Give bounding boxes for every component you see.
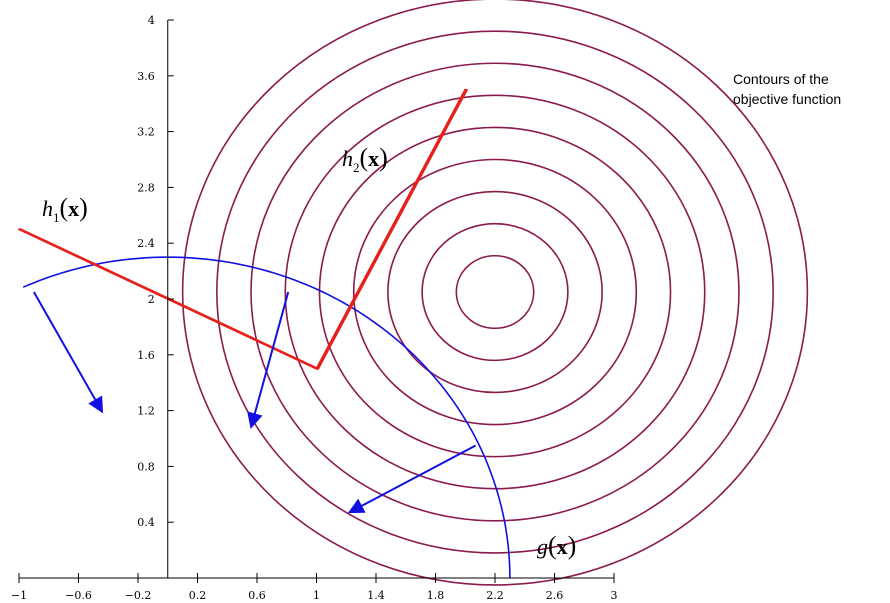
contours-annotation-line2: objective function	[733, 91, 841, 107]
y-tick-label: 1.2	[137, 405, 155, 418]
y-tick-label: 2.4	[137, 237, 155, 250]
h2-constraint-line	[315, 88, 467, 370]
x-tick-label: 1.8	[427, 589, 445, 602]
h1-label: h1(x)	[42, 193, 88, 225]
contour-ring	[216, 30, 774, 554]
objective-contours	[181, 0, 809, 586]
y-tick-label: 1.6	[137, 349, 155, 362]
h-constraint-lines	[18, 88, 468, 370]
direction-arrow	[347, 444, 477, 514]
y-tick-label: 2.8	[137, 181, 155, 194]
contour-ring	[250, 62, 740, 522]
y-tick-label: 0.4	[137, 516, 155, 529]
h2-constraint-line	[317, 88, 468, 370]
y-tick-label: 4	[148, 14, 155, 27]
x-tick-label: 2.2	[486, 589, 504, 602]
contour-ring	[352, 158, 638, 426]
contour-ring	[318, 126, 672, 458]
contour-ring	[284, 94, 706, 490]
x-tick-label: −0.6	[65, 589, 92, 602]
x-tick-label: 2.6	[546, 589, 564, 602]
y-tick-label: 3.6	[137, 70, 155, 83]
x-tick-label: 0.2	[189, 589, 207, 602]
contour-ring	[181, 0, 809, 586]
y-tick-label: 0.8	[137, 460, 155, 473]
g-constraint-arc	[22, 256, 511, 579]
contour-ring	[387, 190, 603, 394]
x-tick-label: −1	[11, 589, 27, 602]
direction-arrow	[33, 291, 104, 414]
contours-annotation-line1: Contours of the	[733, 71, 829, 87]
x-tick-label: 3	[611, 589, 618, 602]
h2-label: h2(x)	[342, 143, 388, 175]
y-tick-label: 3.2	[137, 126, 155, 139]
x-tick-label: −0.2	[125, 589, 152, 602]
x-tick-label: 1	[313, 589, 320, 602]
x-tick-label: 1.4	[367, 589, 385, 602]
contour-ring	[421, 222, 569, 362]
direction-arrow	[247, 291, 290, 429]
x-tick-label: 0.6	[248, 589, 266, 602]
y-tick-label: 2	[148, 293, 155, 306]
g-label: g(x)	[537, 531, 576, 560]
contour-ring	[455, 254, 535, 330]
axes	[19, 20, 614, 579]
y-tick-labels: 0.4 0.8 1.2 1.6 2 2.4 2.8 3.2 3.6 4	[137, 14, 174, 529]
x-tick-labels: −1 −0.6 −0.2 0.2 0.6 1 1.4 1.8 2.2 2.6 3	[11, 573, 618, 602]
feasible-direction-arrows	[33, 291, 477, 514]
